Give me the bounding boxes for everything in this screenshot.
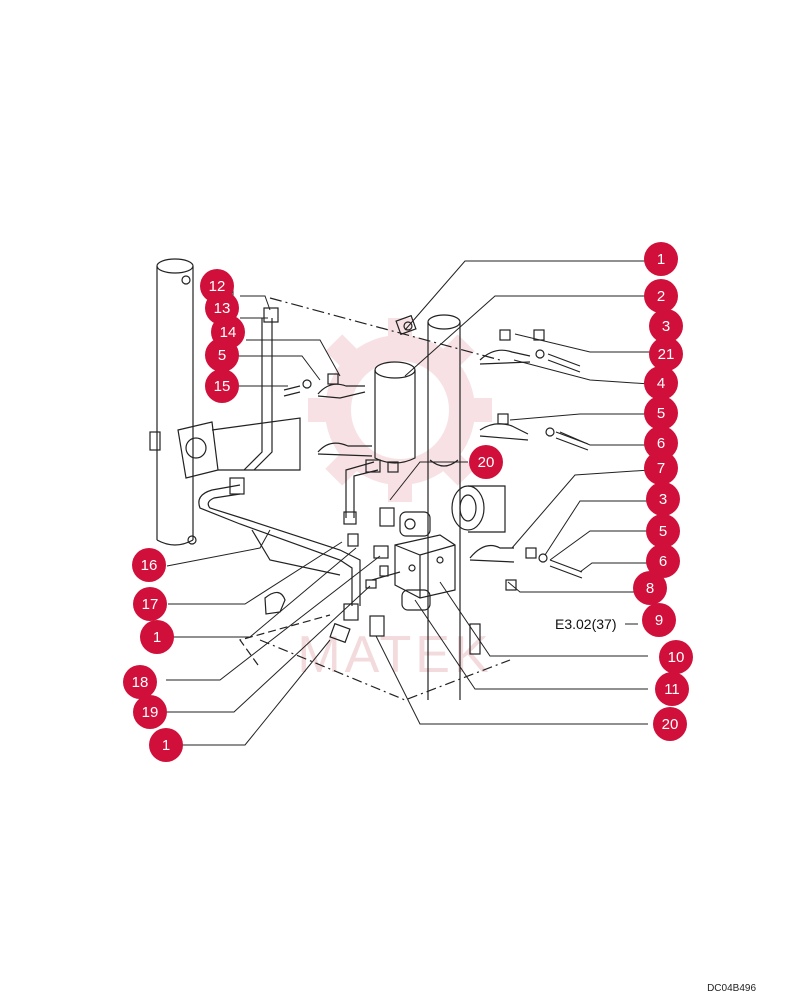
callout-2: 2 (644, 279, 678, 313)
svg-text:1: 1 (657, 251, 665, 268)
callout-18: 18 (123, 665, 157, 699)
svg-text:21: 21 (658, 346, 675, 363)
document-code: DC04B496 (707, 983, 756, 994)
svg-text:9: 9 (655, 612, 663, 629)
svg-text:19: 19 (142, 704, 159, 721)
svg-text:18: 18 (132, 674, 149, 691)
svg-text:5: 5 (659, 523, 667, 540)
callout-9: 9 (642, 603, 676, 637)
callout-7: 7 (644, 451, 678, 485)
svg-text:5: 5 (218, 347, 226, 364)
callout-8: 8 (633, 571, 667, 605)
callout-16: 16 (132, 548, 166, 582)
callout-3: 3 (649, 309, 683, 343)
svg-text:10: 10 (668, 649, 685, 666)
svg-text:6: 6 (657, 435, 665, 452)
callout-10: 10 (659, 640, 693, 674)
callout-17: 17 (133, 587, 167, 621)
callout-1-bottom: 1 (149, 728, 183, 762)
callouts: 1 2 3 21 4 5 6 7 3 5 6 8 9 10 11 20 20 1… (123, 242, 693, 762)
callout-1-left: 1 (140, 620, 174, 654)
callout-5: 5 (644, 396, 678, 430)
svg-text:2: 2 (657, 288, 665, 305)
callout-20-lower: 20 (653, 707, 687, 741)
callout-20-upper: 20 (469, 445, 503, 479)
callout-19: 19 (133, 695, 167, 729)
svg-text:20: 20 (478, 454, 495, 471)
svg-text:15: 15 (214, 378, 231, 395)
callout-21: 21 (649, 337, 683, 371)
callout-6: 6 (644, 426, 678, 460)
callout-5-second: 5 (646, 514, 680, 548)
machine-drawing (149, 258, 589, 701)
callout-5-left: 5 (205, 338, 239, 372)
svg-text:20: 20 (662, 716, 679, 733)
leader-lines (166, 260, 651, 746)
svg-text:14: 14 (220, 324, 237, 341)
svg-text:8: 8 (646, 580, 654, 597)
svg-text:12: 12 (209, 278, 226, 295)
svg-text:1: 1 (153, 629, 161, 646)
svg-text:3: 3 (659, 491, 667, 508)
watermark-text: MATEK (297, 626, 492, 684)
callout-1: 1 (644, 242, 678, 276)
callout-15: 15 (205, 369, 239, 403)
reference-label: E3.02(37) (555, 616, 616, 632)
svg-text:4: 4 (657, 375, 665, 392)
svg-text:3: 3 (662, 318, 670, 335)
svg-text:5: 5 (657, 405, 665, 422)
svg-text:7: 7 (657, 460, 665, 477)
svg-text:1: 1 (162, 737, 170, 754)
callout-11: 11 (655, 672, 689, 706)
callout-6-second: 6 (646, 544, 680, 578)
callout-3-second: 3 (646, 482, 680, 516)
svg-text:11: 11 (664, 681, 680, 698)
svg-text:17: 17 (142, 596, 159, 613)
svg-text:16: 16 (141, 557, 158, 574)
svg-text:6: 6 (659, 553, 667, 570)
watermark-gear-logo (308, 318, 492, 502)
callout-4: 4 (644, 366, 678, 400)
svg-text:13: 13 (214, 300, 231, 317)
